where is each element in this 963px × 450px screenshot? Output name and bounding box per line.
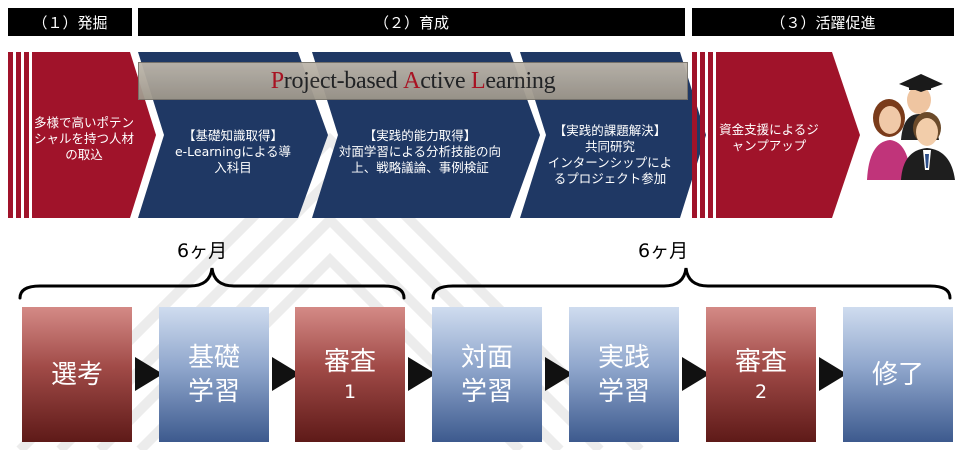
step-arrow-3 — [408, 357, 436, 391]
arrow-basic-title: 【基礎知識取得】 — [182, 128, 283, 143]
pal-p-cap: P — [270, 67, 284, 94]
pal-l-cap: L — [471, 67, 486, 94]
pal-p-rest: roject-based — [283, 67, 404, 94]
step-selection-line1: 選考 — [50, 359, 103, 390]
arrow-jump-text: 資金支援によるジャンプアップ — [719, 122, 819, 153]
step-box-review-2: 審査 2 — [706, 307, 816, 442]
step-arrow-1 — [135, 357, 163, 391]
brace-first — [18, 267, 406, 300]
step-arrow-6 — [819, 357, 847, 391]
step-box-review-1: 審査 1 — [295, 307, 405, 442]
step-review1-line2: 1 — [343, 380, 357, 403]
step-box-selection: 選考 — [22, 307, 132, 442]
step-box-basic-learning: 基礎 学習 — [159, 307, 269, 442]
step-basic-line2: 学習 — [187, 376, 240, 407]
arrow-problem-text: 【実践的課題解決】 共同研究 インターンシップによるプロジェクト参加 — [532, 110, 688, 200]
step-box-practical: 実践 学習 — [569, 307, 679, 442]
arrow-practical-body: 対面学習による分析技能の向上、戦略議論、事例検証 — [338, 144, 502, 175]
step-face-line1: 対面 — [460, 342, 513, 373]
duration-label-second: 6ヶ月 — [638, 240, 689, 262]
phase-header-develop: （２）育成 — [138, 8, 685, 36]
arrow-problem-body2: インターンシップによるプロジェクト参加 — [547, 155, 673, 186]
step-box-face-to-face: 対面 学習 — [432, 307, 542, 442]
graduates-people-icon — [867, 74, 955, 180]
pal-a-cap: A — [403, 67, 421, 94]
step-arrow-4 — [545, 357, 573, 391]
arrow-basic-text: 【基礎知識取得】 e-Learningによる導入科目 — [158, 112, 308, 192]
duration-label-first: 6ヶ月 — [177, 240, 228, 262]
pal-l-rest: earning — [485, 67, 556, 94]
arrow-recruit: 多様で高いポテンシャルを持つ人材の取込 — [8, 52, 158, 218]
arrow-recruit-text: 多様で高いポテンシャルを持つ人材の取込 — [34, 115, 135, 162]
brace-second — [431, 267, 952, 300]
step-review2-line1: 審査 — [734, 346, 787, 377]
pal-a-rest: ctive — [420, 67, 472, 94]
step-basic-line1: 基礎 — [187, 342, 240, 373]
step-review2-line2: 2 — [754, 380, 768, 403]
step-practical-line2: 学習 — [597, 376, 650, 407]
duration-braces — [18, 267, 952, 300]
step-box-completion: 修了 — [843, 307, 953, 442]
step-arrow-5 — [682, 357, 710, 391]
arrow-basic-body: e-Learningによる導入科目 — [174, 144, 292, 175]
step-practical-line1: 実践 — [597, 342, 650, 373]
arrow-jump-up: 資金支援によるジャンプアップ — [692, 52, 862, 218]
phase-header-promote: （３）活躍促進 — [692, 8, 954, 36]
step-review1-line1: 審査 — [323, 346, 376, 377]
arrow-problem-title: 【実践的課題解決】 — [553, 123, 667, 138]
phase-header-discover: （１）発掘 — [8, 8, 132, 36]
step-face-line2: 学習 — [460, 376, 513, 407]
arrow-practical-title: 【実践的能力取得】 — [363, 128, 477, 143]
step-completion-line1: 修了 — [871, 359, 924, 390]
arrow-practical-text: 【実践的能力取得】 対面学習による分析技能の向上、戦略議論、事例検証 — [322, 112, 518, 192]
arrow-problem-body1: 共同研究 — [584, 139, 635, 154]
